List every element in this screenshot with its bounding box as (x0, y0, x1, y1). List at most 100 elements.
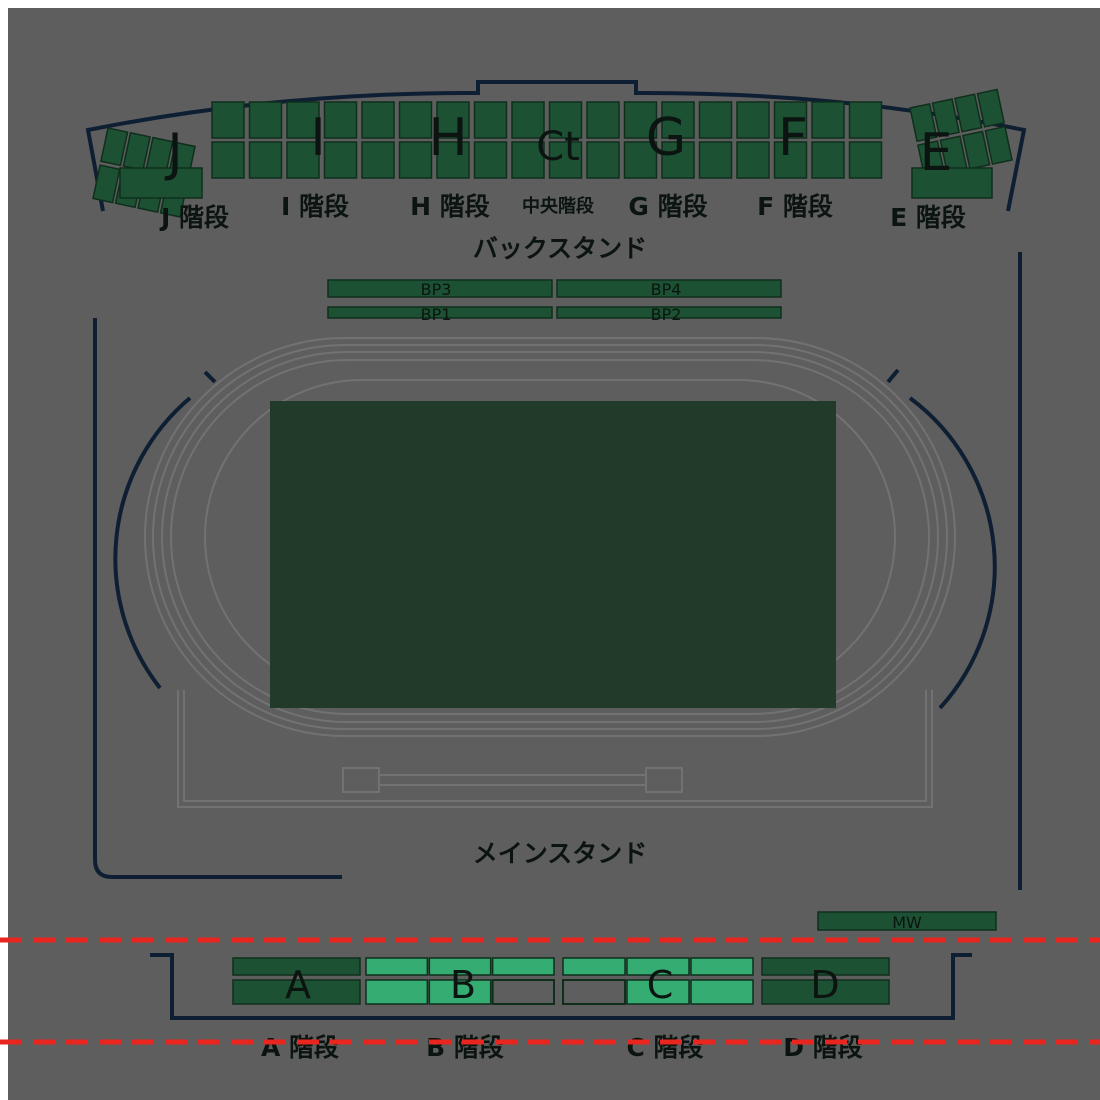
premium-row-label: BP1 (421, 305, 452, 324)
premium-rows: BP3 BP4 BP1 BP2 (327, 279, 782, 324)
block-letter: I (310, 108, 325, 168)
seat-block[interactable] (736, 141, 770, 179)
seat-block[interactable] (931, 98, 961, 138)
seat-block[interactable] (361, 141, 395, 179)
track-straight-lines (380, 774, 645, 786)
seat-block[interactable] (119, 167, 203, 199)
block-letter: J (164, 123, 182, 183)
seat-block[interactable] (286, 141, 320, 179)
seat-block[interactable] (626, 979, 690, 1005)
running-track-lane (161, 351, 939, 723)
stair-label: I 階段 (281, 192, 349, 221)
block-letter: C (647, 963, 674, 1007)
seat-block[interactable] (954, 93, 983, 133)
seat-block[interactable] (398, 141, 433, 179)
seat-block-bp1[interactable] (327, 306, 553, 319)
running-track-lane (152, 344, 948, 730)
stair-label: G 階段 (628, 192, 707, 221)
seat-block[interactable] (548, 101, 583, 139)
seat-block[interactable] (323, 141, 358, 179)
seat-block[interactable] (436, 141, 470, 179)
seat-block[interactable] (690, 957, 754, 976)
seat-block[interactable] (473, 101, 508, 139)
seat-block[interactable] (211, 141, 245, 179)
seat-block[interactable] (100, 127, 129, 167)
seat-block-mw-label: MW (892, 913, 922, 932)
seat-block[interactable] (562, 979, 626, 1005)
seat-block[interactable] (811, 101, 845, 139)
seat-block[interactable] (773, 141, 808, 179)
seat-block[interactable] (962, 130, 991, 170)
seat-block[interactable] (398, 101, 433, 139)
running-track-outer (144, 337, 956, 737)
block-letter: E (920, 123, 953, 183)
seat-block[interactable] (911, 167, 993, 199)
seat-block[interactable] (736, 101, 770, 139)
seat-block[interactable] (365, 979, 429, 1005)
seat-block[interactable] (848, 141, 883, 179)
seat-block-mw[interactable] (817, 911, 997, 931)
seat-block[interactable] (323, 101, 358, 139)
seat-block[interactable] (848, 101, 883, 139)
stadium-base-outline (177, 690, 933, 808)
block-letter: Ct (536, 124, 580, 170)
seat-block[interactable] (232, 957, 361, 976)
seat-block[interactable] (548, 141, 583, 179)
back-stand-seats (92, 88, 1013, 218)
stair-label: E 階段 (890, 203, 966, 232)
premium-row-label: BP2 (651, 305, 682, 324)
seat-block[interactable] (698, 101, 733, 139)
stair-label: D 階段 (783, 1033, 862, 1062)
seat-block[interactable] (984, 125, 1013, 165)
seat-block[interactable] (232, 979, 361, 1005)
seat-block[interactable] (365, 957, 429, 976)
stair-label: J 階段 (159, 203, 229, 232)
seat-block[interactable] (248, 141, 283, 179)
seat-block[interactable] (428, 979, 492, 1005)
main-stand-label: メインスタンド (473, 839, 648, 868)
premium-row-label: BP3 (421, 280, 452, 299)
seat-block[interactable] (586, 141, 620, 179)
seat-block[interactable] (361, 101, 395, 139)
seat-block[interactable] (623, 101, 658, 139)
pitch (270, 401, 836, 708)
seat-block[interactable] (211, 101, 245, 139)
seat-block[interactable] (773, 101, 808, 139)
seat-block[interactable] (562, 957, 626, 976)
stadium-field (113, 337, 997, 808)
seat-block[interactable] (436, 101, 470, 139)
seat-block[interactable] (976, 88, 1006, 128)
seat-block[interactable] (909, 102, 938, 143)
seat-block-bp3[interactable] (327, 279, 553, 298)
curve-stand-right (908, 396, 997, 710)
seat-block[interactable] (92, 164, 121, 204)
running-track-lane (170, 359, 930, 715)
seat-block[interactable] (286, 101, 320, 139)
seat-block[interactable] (626, 957, 690, 976)
seat-block[interactable] (761, 979, 890, 1005)
seat-block-bp4[interactable] (556, 279, 782, 298)
seat-block[interactable] (661, 101, 695, 139)
seat-block[interactable] (623, 141, 658, 179)
seat-block[interactable] (690, 979, 754, 1005)
track-box-right (645, 767, 683, 793)
seat-block[interactable] (491, 979, 555, 1005)
seat-block[interactable] (586, 101, 620, 139)
seat-block[interactable] (511, 101, 545, 139)
seat-block[interactable] (698, 141, 733, 179)
seat-block[interactable] (491, 957, 555, 976)
stair-label: B 階段 (426, 1033, 504, 1062)
seat-block-bp2[interactable] (556, 306, 782, 319)
seat-block[interactable] (811, 141, 845, 179)
seat-block[interactable] (761, 957, 890, 976)
seat-block[interactable] (428, 957, 492, 976)
seat-block[interactable] (473, 141, 508, 179)
seat-block[interactable] (248, 101, 283, 139)
seat-block[interactable] (511, 141, 545, 179)
curve-stand-left (113, 396, 192, 690)
seat-block[interactable] (661, 141, 695, 179)
